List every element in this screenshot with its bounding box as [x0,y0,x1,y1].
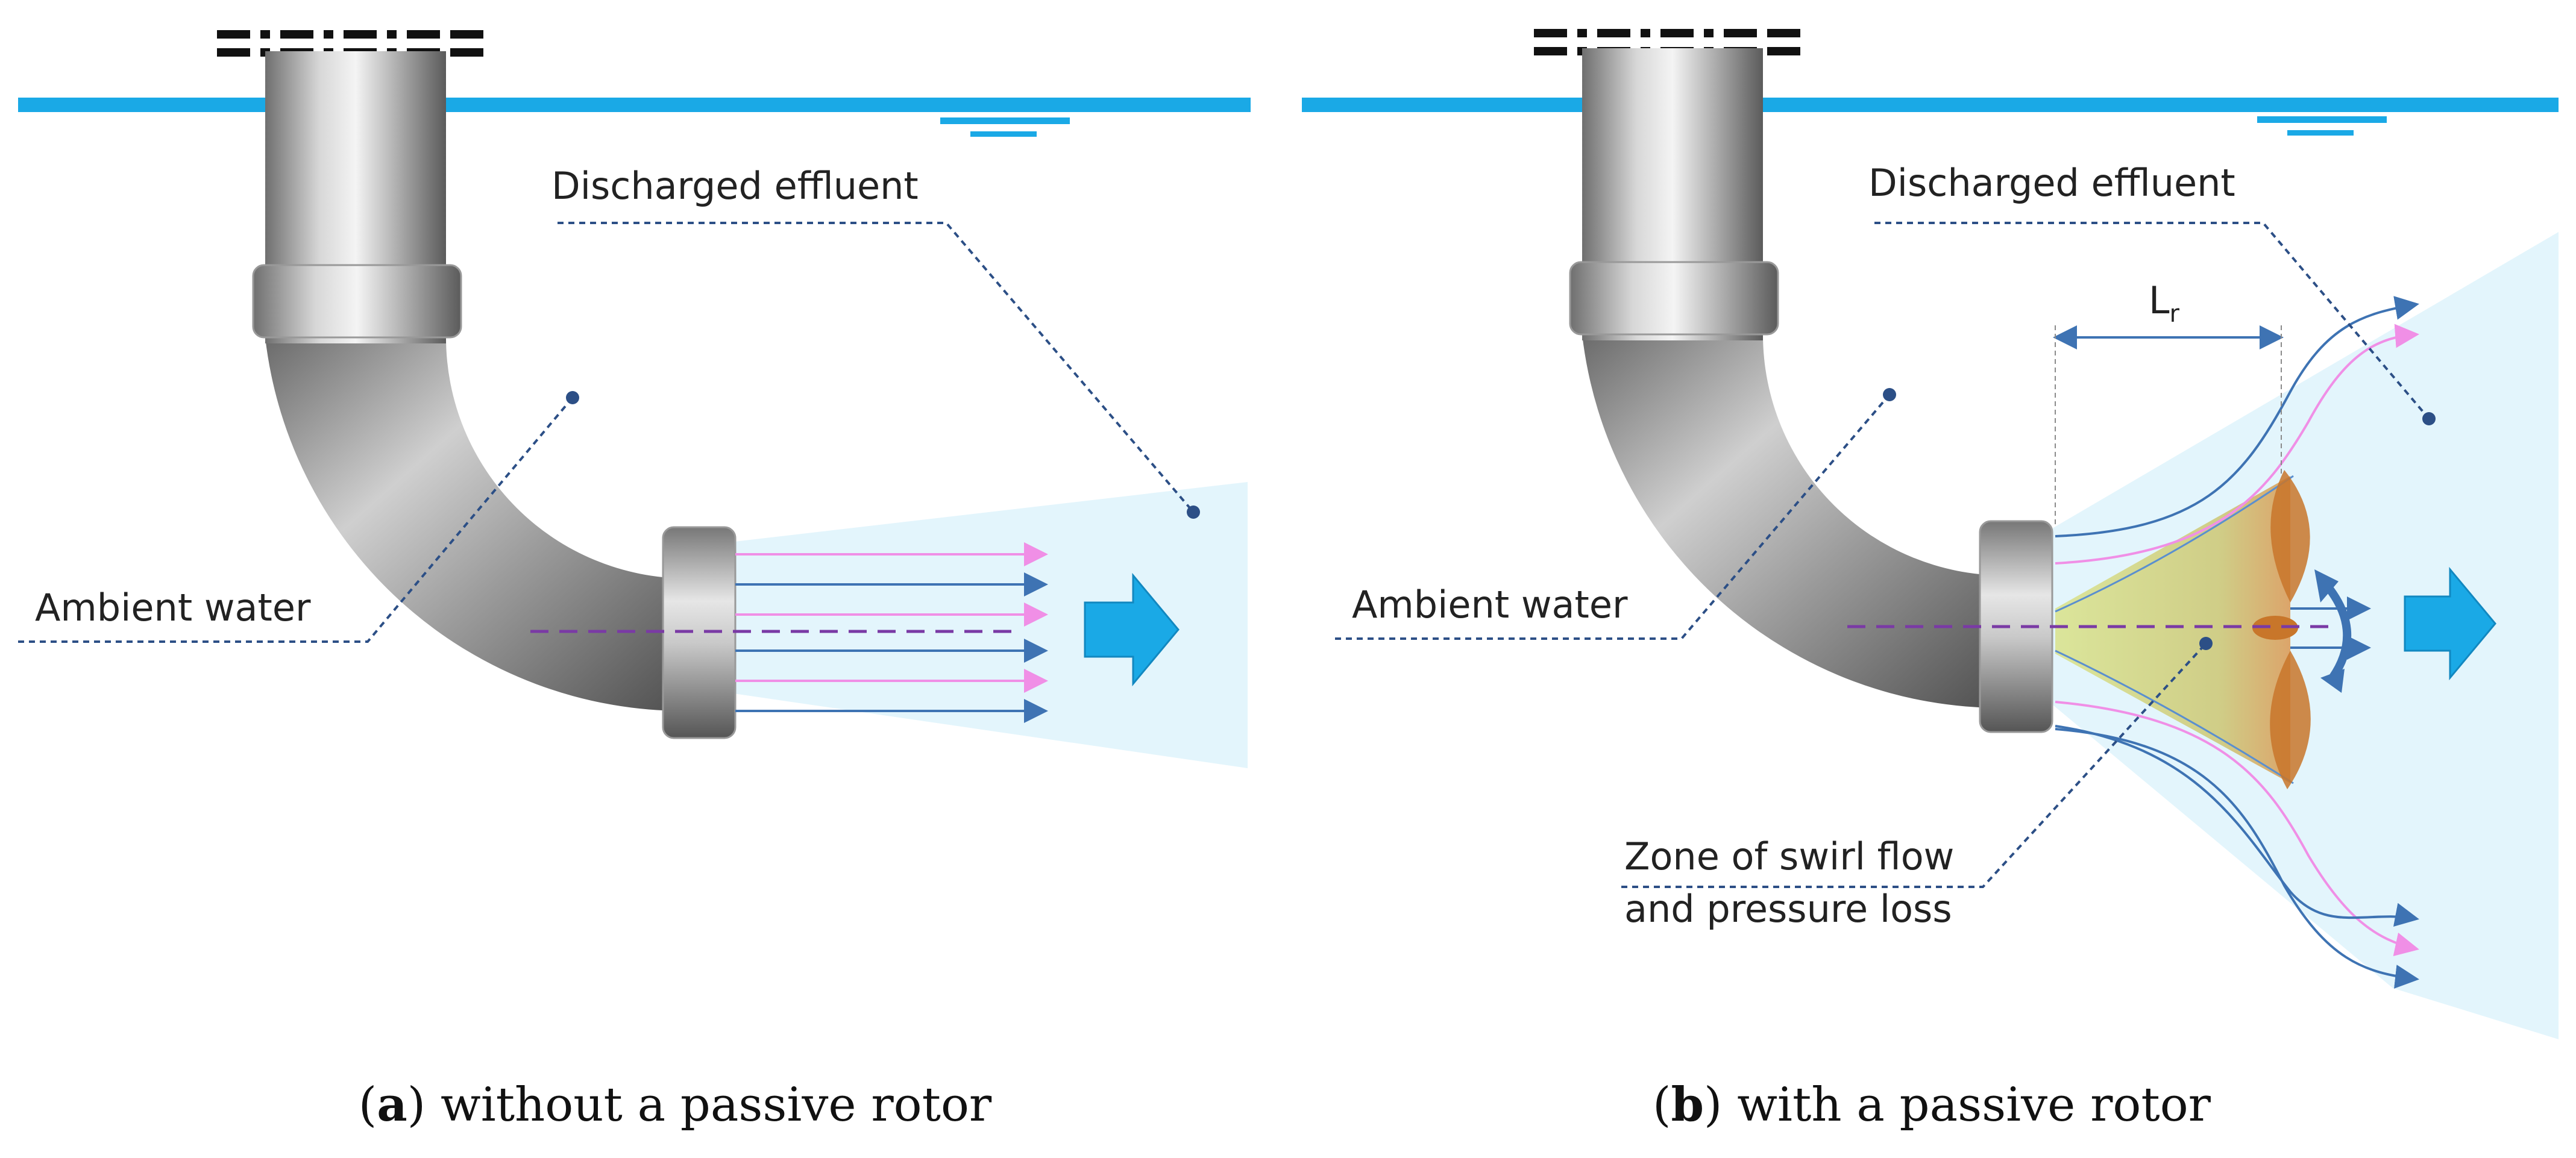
label-ambient-water: Ambient water [35,586,311,630]
leader-dot-zone [2199,637,2213,650]
outfall-pipe [252,51,737,739]
water-level-symbol-b [2257,116,2387,136]
caption-b-text: with a passive rotor [1737,1078,2211,1132]
outfall-pipe-b [1569,48,2053,733]
caption-b: (b) with a passive rotor [1653,1077,2211,1132]
water-level-symbol [940,117,1070,137]
flow-direction-arrow [1084,572,1180,687]
panel-b: Lr Discharged effluent Ambient water Zon… [1302,29,2559,1132]
swirl-zone [2055,470,2352,789]
caption-b-letter: b [1671,1077,1704,1132]
caption-a-text: without a passive rotor [441,1078,992,1132]
leader-dot-effluent [1187,505,1200,519]
rotation-arrow [2320,578,2352,680]
caption-a-letter: a [377,1077,407,1132]
flow-lines [735,542,1048,723]
label-ambient-water-b: Ambient water [1352,583,1628,627]
caption-a: (a) without a passive rotor [359,1077,992,1132]
length-main: L [2149,278,2170,322]
flow-direction-arrow-b [2404,566,2496,681]
leader-dot-effluent-b [2422,412,2436,425]
length-label: Lr [2149,278,2180,328]
label-discharged-effluent-b: Discharged effluent [1868,161,2235,205]
leader-lines [18,222,1195,643]
panel-a: Discharged effluent Ambient water (a) wi… [18,30,1251,1132]
leader-lines-b [1335,222,2430,888]
water-surface [18,98,1251,112]
length-subscript: r [2170,300,2180,328]
rotor-hub [2252,616,2298,640]
leader-dot-ambient-b [1883,388,1896,401]
flow-lines-b [2055,296,2419,989]
label-zone-line2: and pressure loss [1624,887,1952,931]
label-zone-line1: Zone of swirl flow [1624,834,1954,878]
leader-dot-ambient [566,391,579,404]
effluent-plume-b [2049,232,2559,1039]
water-surface-b [1302,98,2559,112]
label-discharged-effluent: Discharged effluent [551,164,919,208]
